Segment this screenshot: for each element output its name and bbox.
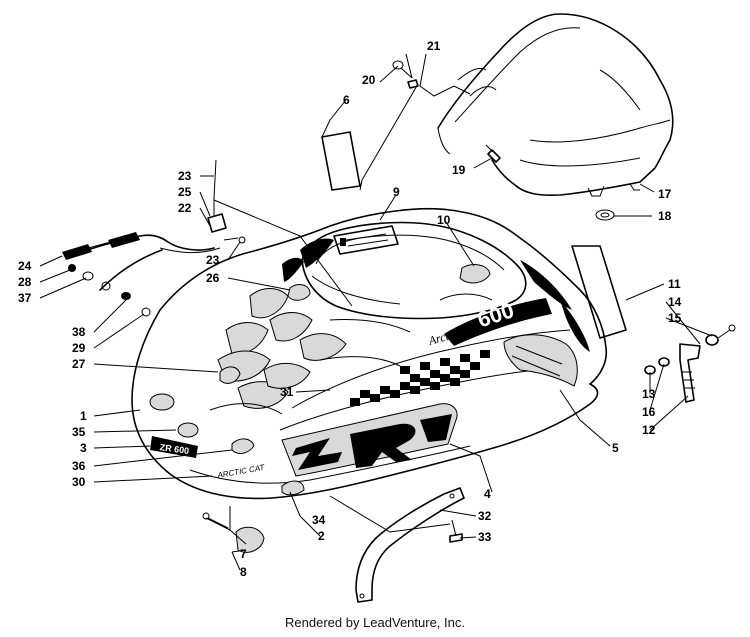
callout-31: 31 [280,385,294,399]
callout-28: 28 [18,275,32,289]
callout-26: 26 [206,271,220,285]
callout-38: 38 [72,325,86,339]
callout-5: 5 [612,441,619,455]
cover-plate [321,131,361,191]
vent-inserts [149,264,491,496]
callout-18: 18 [658,209,672,223]
callout-25: 25 [178,185,192,199]
callout-12: 12 [642,423,656,437]
washers [68,264,151,317]
callout-37: 37 [18,291,32,305]
callout-2: 2 [318,529,325,543]
hood-vents [209,288,411,415]
callout-13: 13 [642,387,656,401]
callout-labels: 21 20 6 19 17 18 9 10 11 14 15 13 16 12 … [18,39,682,579]
callout-11: 11 [668,277,681,291]
callout-10: 10 [437,213,451,227]
grommet [595,209,615,221]
callout-32: 32 [478,509,492,523]
hood-latch [202,512,265,553]
callout-3: 3 [80,441,87,455]
callout-15: 15 [668,311,682,325]
callout-9: 9 [393,185,400,199]
checkered-flag [350,350,490,406]
callout-23b: 23 [206,253,220,267]
callout-17: 17 [658,187,672,201]
windshield-screw [485,144,501,163]
model-number-text: 600 [474,297,517,332]
callout-14: 14 [668,295,682,309]
callout-22: 22 [178,201,192,215]
nose-emblem: ZR 600 [150,436,198,458]
windshield [437,13,674,197]
callout-16: 16 [642,405,656,419]
hood-bracket [355,487,465,603]
callout-29: 29 [72,341,86,355]
side-graphic [282,238,590,352]
callout-8: 8 [240,565,247,579]
callout-27: 27 [72,357,86,371]
callout-20: 20 [362,73,376,87]
zr-decal [281,403,458,477]
callout-34: 34 [312,513,326,527]
callout-35: 35 [72,425,86,439]
hood-decal: 600 Arctic Cat [279,297,578,431]
warning-label [333,225,399,255]
footer-credit: Rendered by LeadVenture, Inc. [285,615,465,630]
callout-6: 6 [343,93,350,107]
callout-24: 24 [18,259,32,273]
screw-and-nut [392,60,419,89]
cable-assembly [62,159,246,291]
callout-19: 19 [452,163,466,177]
callout-21: 21 [427,39,441,53]
callout-36: 36 [72,459,86,473]
side-panel-decal [571,245,627,339]
callout-7: 7 [240,547,247,561]
bracket-screw [449,519,463,543]
callout-30: 30 [72,475,86,489]
brand-decal-text: ARCTIC CAT [216,463,266,480]
hood-handle [644,324,736,403]
callout-4: 4 [484,487,491,501]
callout-23a: 23 [178,169,192,183]
svg-text:ZR 600: ZR 600 [159,442,190,456]
callout-1: 1 [80,409,87,423]
callout-33: 33 [478,530,492,544]
hood [131,208,608,500]
leader-lines [39,53,713,571]
